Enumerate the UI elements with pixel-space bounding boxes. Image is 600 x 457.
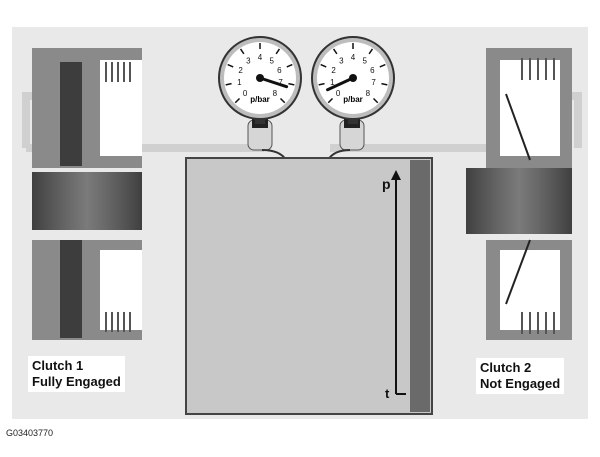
figure-code: G03403770 (6, 428, 54, 438)
gauge-2-unit: p/bar (343, 95, 363, 104)
gauge-2-tick (327, 97, 334, 104)
gauge-2-tick-label: 1 (330, 78, 335, 87)
clutch-1-title: Clutch 1 (32, 358, 84, 373)
gauge-2-tick (368, 48, 374, 55)
gauge-1-tick-label: 7 (278, 78, 283, 87)
clutch-2-assembly (466, 48, 572, 340)
gauge-2-tick (381, 82, 388, 86)
gauge-2-hub (349, 74, 357, 82)
clutch-2-caption: Clutch 2 Not Engaged (476, 358, 565, 394)
gauge-2-tick (379, 63, 386, 68)
gauge-1-tick (288, 82, 295, 86)
gauge-1-tick (279, 97, 286, 104)
clutch-1-state: Fully Engaged (32, 374, 121, 389)
gauge-1-tick-label: 4 (258, 53, 263, 62)
gauge-1-tick-label: 5 (269, 57, 274, 66)
gauge-2-tick-label: 7 (371, 78, 376, 87)
gauge-2-tick-label: 8 (366, 89, 371, 98)
gauge-1-tick (227, 63, 234, 68)
gauge-1-tick-label: 2 (238, 66, 243, 75)
gauge-1-tick-label: 1 (237, 78, 242, 87)
gauge-1-needle (258, 76, 289, 89)
gauge-1-stem (255, 118, 265, 124)
clutch-2-title: Clutch 2 (480, 360, 532, 375)
gauge-2-tick-label: 3 (339, 57, 344, 66)
gauge-2-tick-label: 2 (331, 66, 336, 75)
gauge-2-tick (332, 48, 338, 55)
gauge-2-tick (318, 82, 325, 86)
display-unit (185, 157, 433, 415)
gauge-1-hub (256, 74, 264, 82)
clutch-1-assembly (32, 48, 142, 340)
gauge-1-unit: p/bar (250, 95, 270, 104)
gauge-2-needle (326, 76, 355, 92)
clutch-1-caption: Clutch 1 Fully Engaged (28, 356, 125, 392)
clutch-2-state: Not Engaged (480, 376, 561, 391)
gauge-1-tick-label: 0 (243, 89, 248, 98)
gauge-2-tick-label: 5 (362, 57, 367, 66)
gauge-1-tick (239, 48, 245, 55)
gauge-1-tick (225, 82, 232, 86)
gauge-1-tick (275, 48, 281, 55)
gauge-2-tick (372, 97, 379, 104)
gauge-2-tick-label: 4 (351, 53, 356, 62)
gauge-2-tick (320, 63, 327, 68)
gauge-1-tick-label: 6 (277, 66, 282, 75)
gauge-2-stem (348, 118, 358, 124)
gauge-1-tick-label: 3 (246, 57, 251, 66)
gauge-1-tick (286, 63, 293, 68)
gauge-1-tick-label: 8 (273, 89, 278, 98)
gauge-2-tick-label: 0 (336, 89, 341, 98)
gauge-1-tick (234, 97, 241, 104)
graph-axis-t-label: t (385, 386, 390, 401)
gauge-2-tick-label: 6 (370, 66, 375, 75)
graph-axis-p-label: p (382, 176, 391, 192)
